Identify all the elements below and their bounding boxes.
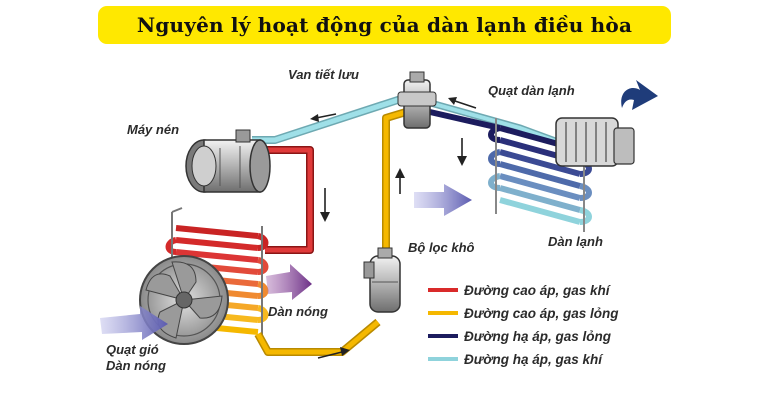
high-pressure-liquid-pipe <box>254 108 408 356</box>
legend-item-high-pressure-liquid: Đường cao áp, gas lỏng <box>428 306 619 321</box>
legend-label: Đường hạ áp, gas lỏng <box>464 329 612 344</box>
flow-arrow-evaporator <box>457 138 467 166</box>
legend-item-low-pressure-liquid: Đường hạ áp, gas lỏng <box>428 329 612 344</box>
legend: Đường cao áp, gas khí Đường cao áp, gas … <box>428 283 619 367</box>
flow-arrow-down-red <box>320 188 330 222</box>
flow-arrow-right-top <box>448 97 477 109</box>
label-condenser: Dàn nóng <box>268 304 328 319</box>
flow-arrow-top <box>310 113 337 122</box>
legend-label: Đường cao áp, gas khí <box>464 283 612 298</box>
label-condenser-fan-line2: Dàn nóng <box>106 358 166 373</box>
filter-drier <box>363 247 401 313</box>
label-filter-drier: Bộ lọc khô <box>408 240 475 255</box>
diagram-title: Nguyên lý hoạt động của dàn lạnh điều hò… <box>136 13 633 37</box>
expansion-valve <box>397 71 437 129</box>
high-pressure-gas-pipe <box>262 146 314 254</box>
label-condenser-fan-line1: Quạt gió <box>106 342 159 357</box>
label-compressor: Máy nén <box>127 122 179 137</box>
airflow-arrow-condenser-out <box>266 264 312 300</box>
evaporator-fan <box>555 117 635 167</box>
label-evaporator-fan: Quạt dàn lạnh <box>488 83 575 98</box>
airflow-arrow-evaporator-out <box>621 80 658 110</box>
flow-arrow-bottom <box>317 347 350 359</box>
flow-arrow-up-yellow <box>395 168 405 194</box>
legend-item-high-pressure-gas: Đường cao áp, gas khí <box>428 283 612 298</box>
legend-label: Đường cao áp, gas lỏng <box>464 306 619 321</box>
label-expansion-valve: Van tiết lưu <box>288 67 359 82</box>
title-banner: Nguyên lý hoạt động của dàn lạnh điều hò… <box>98 6 671 44</box>
compressor <box>185 129 271 193</box>
legend-label: Đường hạ áp, gas khí <box>464 352 604 367</box>
airflow-arrow-condenser-in <box>100 306 168 340</box>
airflow-arrow-evaporator-in <box>414 184 472 216</box>
legend-item-low-pressure-gas: Đường hạ áp, gas khí <box>428 352 604 367</box>
label-evaporator: Dàn lạnh <box>548 234 603 249</box>
